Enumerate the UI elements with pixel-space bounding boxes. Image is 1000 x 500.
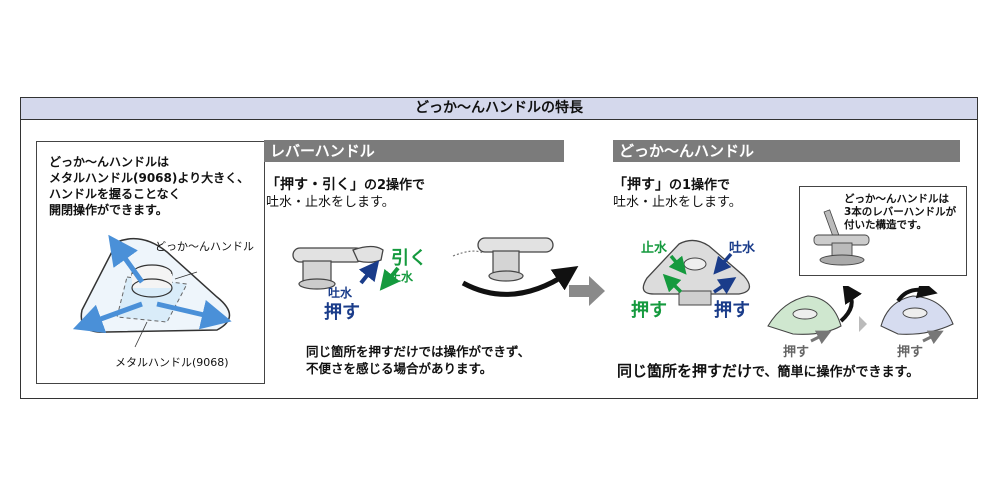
- lever-operation-line2: 吐水・止水をします。: [266, 195, 395, 210]
- label-dokkan-handle: どっか～んハンドル: [155, 240, 254, 253]
- label-push-small-2: 押す: [897, 345, 924, 360]
- label-push-right: 押す: [714, 300, 750, 321]
- label-push-small-1: 押す: [783, 345, 810, 360]
- size-description: どっか～んハンドルは メタルハンドル(9068)より大きく、 ハンドルを握ること…: [49, 155, 250, 217]
- arrow-up-icon: [108, 234, 145, 284]
- label-stop-water-dokkan: 止水: [641, 241, 668, 256]
- handle-size-illustration: [72, 234, 232, 348]
- push-arrow-icon: [358, 260, 380, 285]
- pull-arrow-icon: [379, 266, 401, 291]
- size-comparison-box: どっか～んハンドルは メタルハンドル(9068)より大きく、 ハンドルを握ること…: [36, 141, 265, 384]
- next-arrow-icon: [569, 276, 605, 306]
- feature-panel: どっか～んハンドルの特長 どっか～んハンドルは メタルハンドル(9068)より大…: [20, 97, 978, 399]
- label-discharge-dokkan: 吐水: [729, 241, 756, 256]
- lever-handle-header: レバーハンドル: [264, 140, 564, 162]
- dokkan-operation-line2: 吐水・止水をします。: [613, 195, 742, 210]
- swing-arrow-icon: [461, 266, 579, 297]
- lever-handle-illustration: [292, 237, 579, 297]
- dokkan-handle-header: どっか～んハンドル: [613, 140, 960, 162]
- structure-illustration: [813, 209, 870, 266]
- panel-title: どっか～んハンドルの特長: [21, 98, 977, 120]
- lever-note: 同じ箇所を押すだけでは操作ができず、 不便さを感じる場合があります。: [306, 344, 531, 376]
- arrow-right-icon: [156, 299, 232, 330]
- label-metal-handle: メタルハンドル(9068): [115, 356, 229, 369]
- dokkan-operation-line1: 「押す」の1操作で: [613, 177, 731, 193]
- label-discharge: 吐水: [328, 286, 353, 300]
- inset-description: どっか～んハンドルは 3本のレバーハンドルが 付いた構造です。: [844, 193, 957, 231]
- metal-handle-shape: [116, 276, 188, 323]
- dokkan-handle-illustration: [642, 239, 751, 306]
- label-pull: 引く: [391, 248, 427, 269]
- dokkan-note: 同じ箇所を押すだけで、簡単に操作ができます。: [617, 362, 920, 380]
- arrow-left-icon: [72, 301, 143, 333]
- structure-inset: どっか～んハンドルは 3本のレバーハンドルが 付いた構造です。: [799, 186, 967, 276]
- lever-operation-line1: 「押す・引く」の2操作で: [266, 177, 426, 193]
- label-push: 押す: [324, 302, 360, 323]
- handle-states-illustration: [767, 286, 954, 345]
- label-push-left: 押す: [631, 300, 667, 321]
- label-stop-water: 止水: [389, 270, 414, 284]
